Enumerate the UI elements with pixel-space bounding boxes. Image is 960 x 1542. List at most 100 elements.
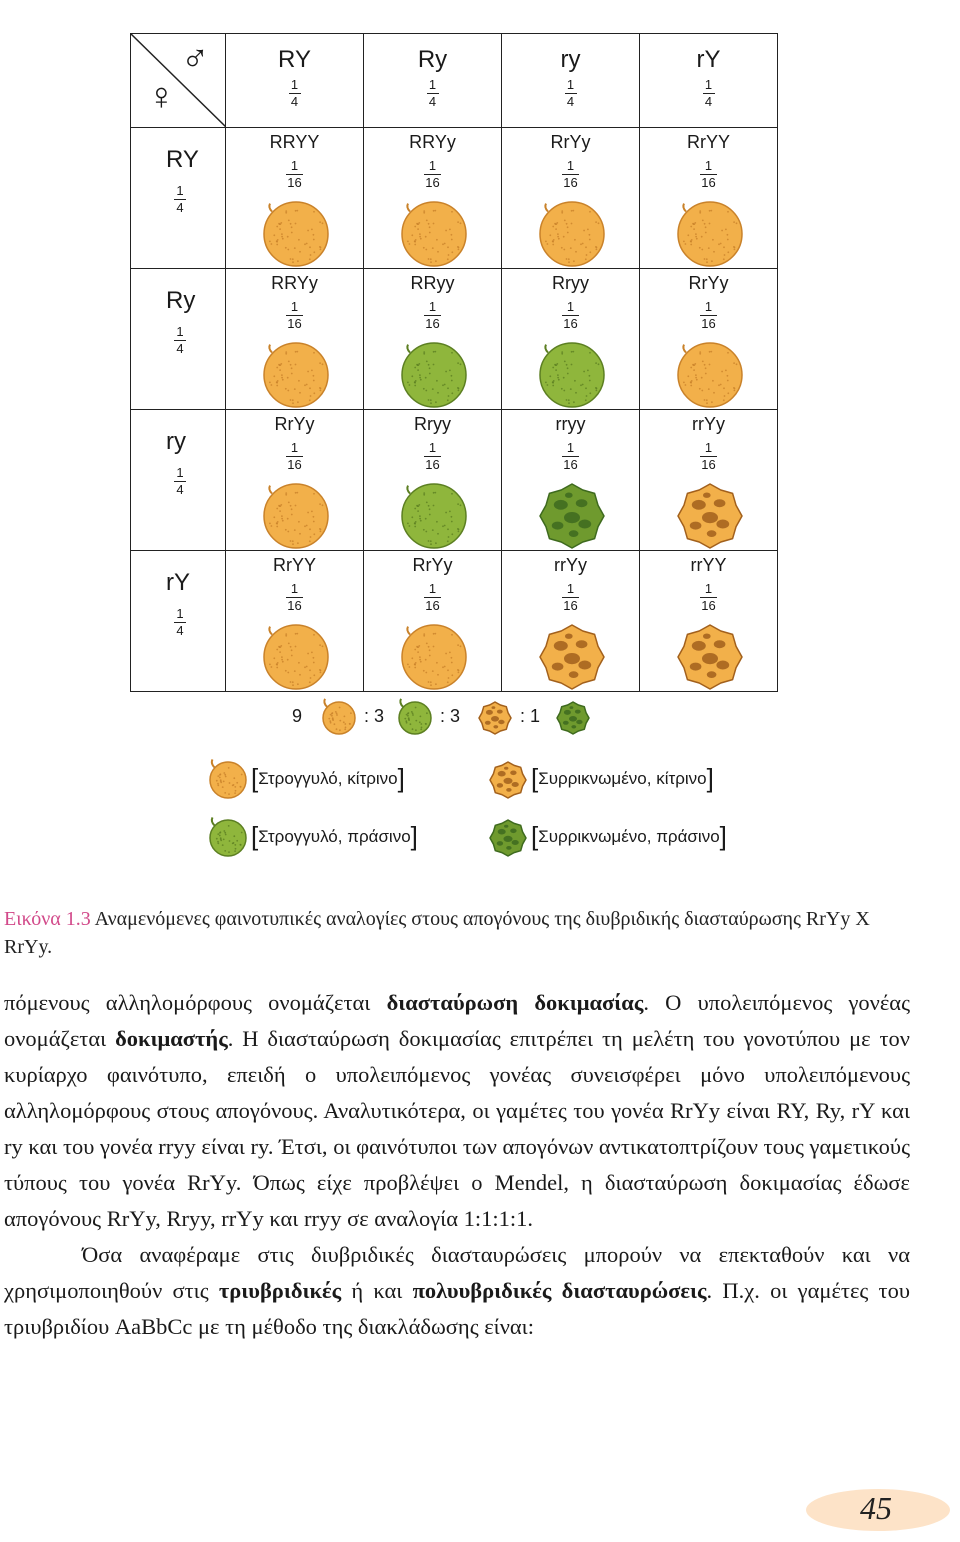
pea-round-yellow-icon	[209, 758, 247, 799]
col-gamete: rY	[696, 46, 721, 73]
ratio-wrinkled-yellow-count: : 3	[440, 706, 461, 726]
term-polyhybrid: πολυυβριδικές διασταυρώσεις	[412, 1278, 707, 1303]
row-gamete: RY	[166, 146, 199, 173]
genotype: Rryy	[552, 273, 589, 293]
pea-round-yellow-icon	[262, 201, 329, 267]
row-gamete: Ry	[166, 287, 196, 314]
genotype: RrYy	[688, 273, 729, 293]
col-gamete: ry	[560, 46, 581, 73]
row-gamete: ry	[166, 428, 186, 455]
pea-wrinkled-yellow-icon	[676, 483, 743, 549]
pea-wrinkled-green-icon	[489, 819, 527, 857]
genotype: RrYY	[272, 555, 316, 575]
male-symbol: ♂	[181, 38, 210, 80]
pea-round-yellow-icon	[262, 483, 329, 549]
pea-wrinkled-green-icon	[538, 483, 605, 549]
pea-round-yellow-icon	[538, 201, 605, 267]
pea-round-green-icon	[400, 483, 467, 549]
genotype: rrYY	[690, 555, 727, 575]
female-symbol: ♀	[147, 76, 176, 118]
punnett-corner: ♂ ♀	[130, 33, 226, 128]
caption-text: Αναμενόμενες φαινοτυπικές αναλογίες στου…	[4, 908, 870, 958]
ratio-round-yellow-count: 9	[292, 706, 303, 726]
pea-wrinkled-yellow-icon	[676, 624, 743, 690]
col-gamete: RY	[278, 46, 311, 73]
row-gamete: rY	[166, 569, 190, 596]
genotype: RRYY	[269, 132, 320, 152]
genotype: RRYy	[409, 132, 456, 152]
pea-round-green-icon	[398, 698, 432, 735]
genotype: RrYy	[274, 414, 315, 434]
term-tester: δοκιμαστής	[115, 1026, 228, 1051]
genotype: rrYy	[692, 414, 725, 434]
genotype: RrYY	[686, 132, 730, 152]
pea-wrinkled-yellow-icon	[489, 761, 527, 799]
pea-round-yellow-icon	[676, 201, 743, 267]
page-number: 45	[860, 1490, 892, 1526]
pea-wrinkled-green-icon	[556, 701, 590, 735]
page-number-badge: 45	[804, 1486, 952, 1534]
pea-wrinkled-yellow-icon	[478, 701, 512, 735]
col-gamete: Ry	[417, 46, 448, 73]
figure-caption: Εικόνα 1.3 Αναμενόμενες φαινοτυπικές ανα…	[4, 905, 884, 961]
pea-round-yellow-icon	[262, 624, 329, 690]
pea-round-green-icon	[538, 342, 605, 408]
pea-round-yellow-icon	[676, 342, 743, 408]
term-trihybrid: τριυβριδικές	[218, 1278, 342, 1303]
ratio-wrinkled-green-count: : 1	[520, 706, 541, 726]
pea-wrinkled-yellow-icon	[538, 624, 605, 690]
figure-number: Εικόνα 1.3	[4, 908, 91, 930]
paragraph: πόμενους αλληλομόρφους ονομάζεται διαστα…	[4, 990, 910, 1231]
diagonal-line	[131, 34, 226, 127]
genotype: rryy	[555, 414, 586, 434]
genotype: Rryy	[414, 414, 451, 434]
pea-round-yellow-icon	[400, 624, 467, 690]
legend-label: Συρρικνωμένο, κίτρινο	[538, 769, 707, 788]
pea-round-green-icon	[209, 816, 247, 857]
pea-round-yellow-icon	[322, 698, 356, 735]
genotype: RRYy	[271, 273, 318, 293]
phenotype-ratio: 9 : 3 : 3 : 1	[290, 694, 620, 740]
pea-round-green-icon	[400, 342, 467, 408]
body-text: πόμενους αλληλομόρφους ονομάζεται διαστα…	[4, 985, 910, 1345]
